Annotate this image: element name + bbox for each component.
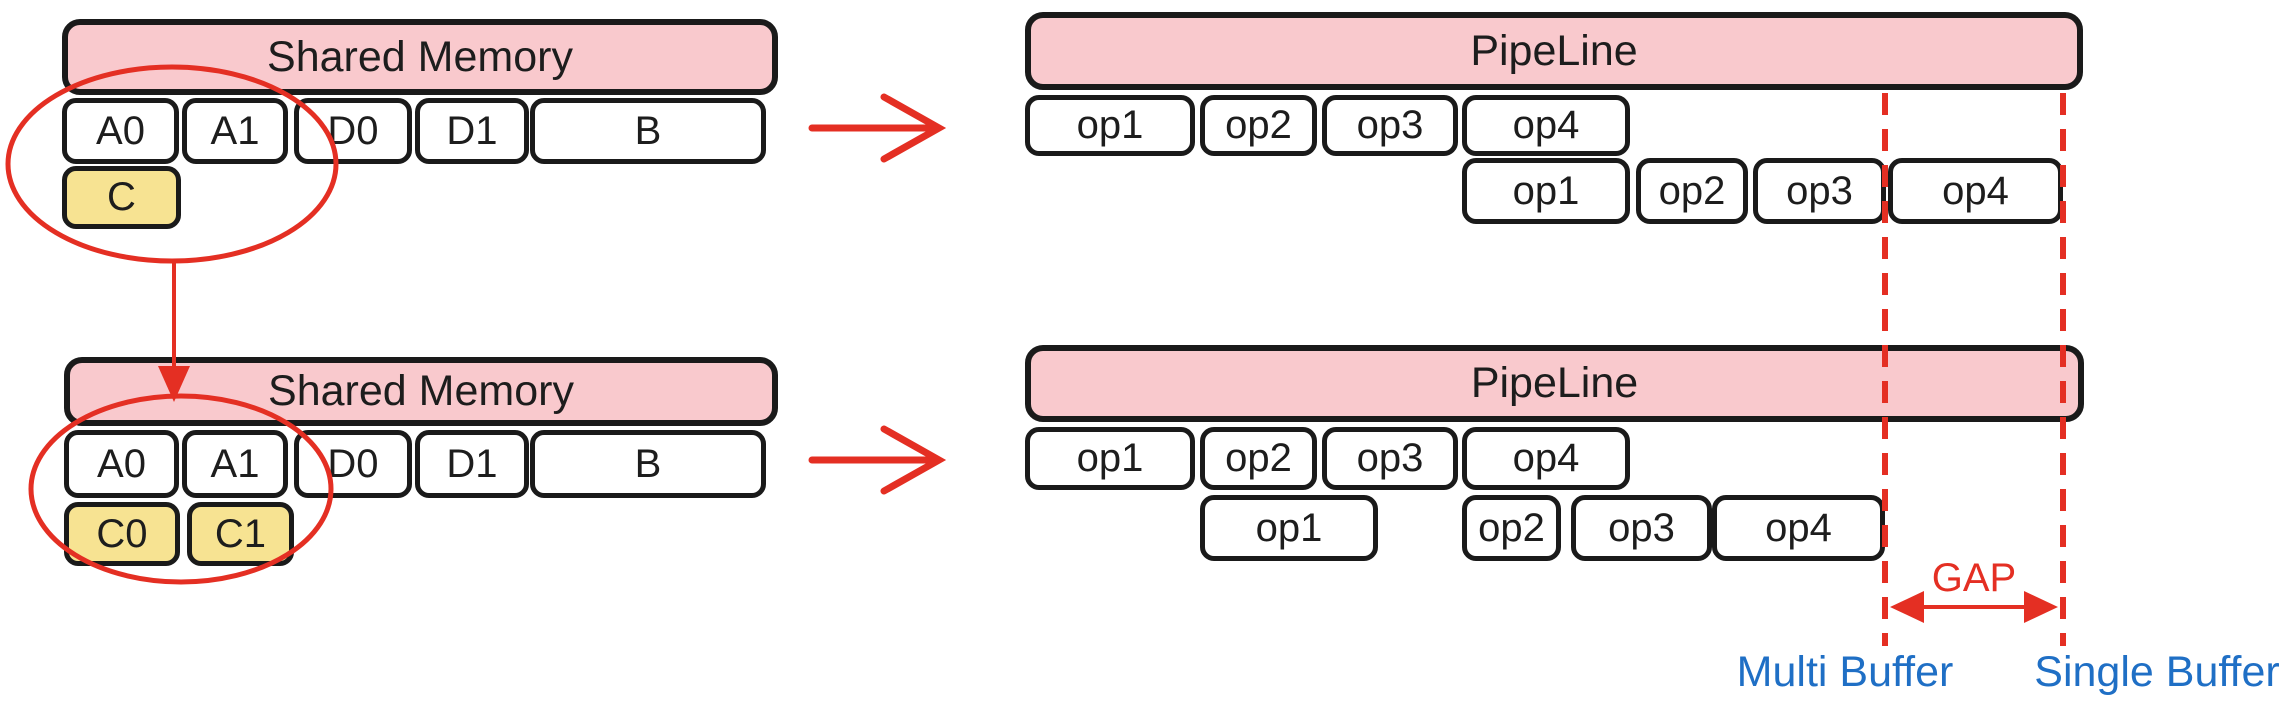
pipeline-top-row2-op1: op1 [1462, 158, 1630, 224]
pipeline-top-row1-op3: op3 [1322, 95, 1458, 156]
shared-memory-top-title: Shared Memory [267, 32, 573, 81]
flow-arrow-top-icon [808, 93, 947, 163]
pipeline-bottom-row2-op1: op1 [1200, 495, 1378, 561]
pipeline-top-row1-op4: op4 [1462, 95, 1630, 156]
single-buffer-label: Single Buffer [2034, 648, 2280, 696]
memory-cell-b-bottom: B [530, 430, 766, 498]
pipeline-bottom-row1-op1: op1 [1025, 427, 1195, 490]
pipeline-top-row2-op3: op3 [1753, 158, 1886, 224]
highlight-ellipse-top [5, 64, 339, 264]
pipeline-bottom-title: PipeLine [1470, 359, 1639, 407]
pipeline-top-row2-op4: op4 [1888, 158, 2063, 224]
memory-cell-a0-top: A0 [62, 98, 179, 164]
gap-label: GAP [1931, 556, 2017, 600]
shared-memory-bottom-title: Shared Memory [268, 367, 574, 415]
memory-cell-d1-top: D1 [415, 98, 529, 164]
multi-buffer-label: Multi Buffer [1736, 648, 1954, 696]
pipeline-bottom-row1-op3: op3 [1322, 427, 1458, 490]
memory-cell-c0: C0 [64, 502, 180, 566]
pipeline-bottom-row2-op3: op3 [1571, 495, 1712, 561]
memory-cell-b-top: B [530, 98, 766, 164]
flow-arrow-bottom-icon [808, 425, 947, 495]
memory-cell-a0-bottom: A0 [64, 430, 179, 498]
pipeline-top-row1-op1: op1 [1025, 95, 1195, 156]
pipeline-top-row1-op2: op2 [1200, 95, 1317, 156]
memory-cell-d0-bottom: D0 [294, 430, 412, 498]
pipeline-bottom-row2-op4: op4 [1712, 495, 1885, 561]
pipeline-top-row2-op2: op2 [1636, 158, 1748, 224]
memory-cell-c1: C1 [187, 502, 294, 566]
memory-cell-c: C [62, 166, 181, 229]
memory-cell-a1-top: A1 [182, 98, 288, 164]
pipeline-top: PipeLine [1025, 12, 2083, 90]
pipeline-bottom-row2-op2: op2 [1462, 495, 1561, 561]
memory-cell-d0-top: D0 [294, 98, 412, 164]
pipeline-bottom-row1-op2: op2 [1200, 427, 1317, 490]
shared-memory-top: Shared Memory [62, 19, 778, 95]
pipeline-top-title: PipeLine [1470, 26, 1638, 75]
pipeline-bottom-row1-op4: op4 [1462, 427, 1630, 490]
memory-cell-a1-bottom: A1 [182, 430, 288, 498]
memory-cell-d1-bottom: D1 [415, 430, 529, 498]
shared-memory-bottom: Shared Memory [64, 357, 778, 426]
pipeline-bottom: PipeLine [1025, 345, 2084, 422]
